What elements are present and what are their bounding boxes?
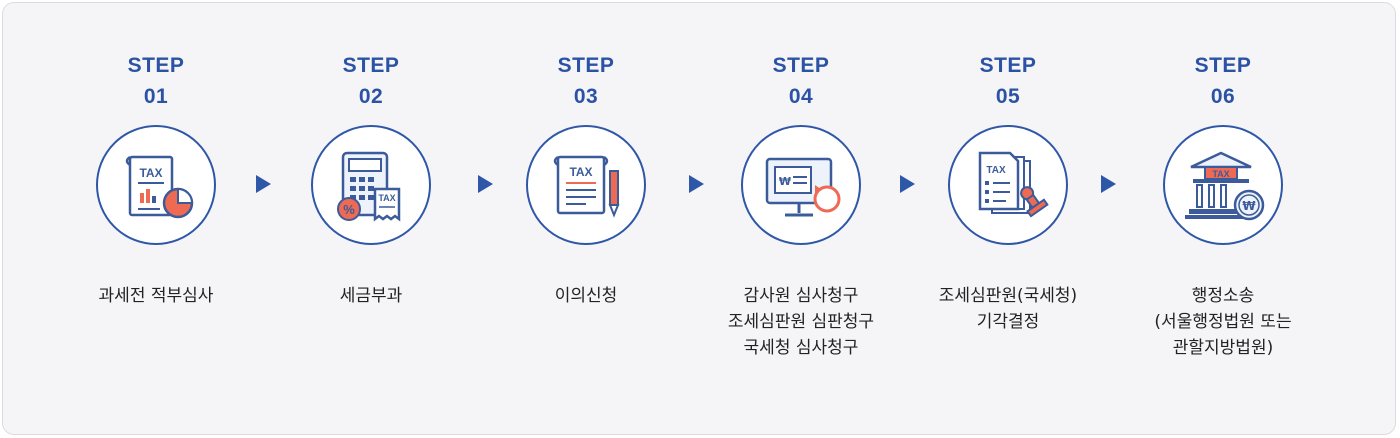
svg-text:%: %	[343, 202, 355, 217]
step-label: STEP	[1194, 54, 1252, 77]
step-icon-circle: TAX	[96, 125, 216, 245]
step-icon-circle: ₩	[741, 125, 861, 245]
svg-text:TAX: TAX	[378, 193, 395, 203]
next-arrow-icon	[1101, 175, 1116, 193]
step-number: 04	[788, 85, 814, 108]
next-arrow-icon	[256, 175, 271, 193]
step-icon-circle: % TAX	[311, 125, 431, 245]
tax-document-pie-chart-icon: TAX	[125, 155, 194, 219]
tax-scroll-pen-icon: TAX	[553, 155, 620, 218]
svg-text:TAX: TAX	[569, 165, 592, 179]
next-arrow-icon	[478, 175, 493, 193]
step-caption: 세금부과	[339, 286, 403, 306]
step-label: STEP	[557, 54, 615, 77]
court-building-won-coin-icon: TAX ₩	[1185, 151, 1265, 221]
step-caption: 행정소송 (서울행정법원 또는 관할지방법원)	[1154, 286, 1292, 358]
next-arrow-icon	[900, 175, 915, 193]
monitor-won-refresh-icon: ₩	[765, 157, 841, 217]
step-label: STEP	[772, 54, 830, 77]
tax-documents-stamp-icon: TAX	[978, 151, 1049, 218]
step-label: STEP	[342, 54, 400, 77]
next-arrow-icon	[689, 175, 704, 193]
svg-text:TAX: TAX	[986, 165, 1006, 176]
step-caption: 과세전 적부심사	[98, 286, 214, 306]
step-number: 03	[573, 85, 599, 108]
step-icon-circle: TAX	[526, 125, 646, 245]
step-number: 01	[143, 85, 169, 108]
step-icon-circle: TAX ₩	[1163, 125, 1283, 245]
step-caption: 조세심판원(국세청) 기각결정	[938, 286, 1078, 332]
step-number: 02	[358, 85, 384, 108]
calculator-tax-receipt-icon: % TAX	[337, 151, 401, 222]
step-number: 06	[1210, 85, 1236, 108]
svg-text:TAX: TAX	[1212, 169, 1229, 179]
step-label: STEP	[127, 54, 185, 77]
svg-text:TAX: TAX	[139, 166, 162, 180]
step-number: 05	[995, 85, 1021, 108]
step-caption: 이의신청	[554, 286, 618, 306]
step-label: STEP	[979, 54, 1037, 77]
step-caption: 감사원 심사청구 조세심판원 심판청구 국세청 심사청구	[727, 286, 875, 358]
svg-text:₩: ₩	[1242, 199, 1256, 213]
step-icon-circle: TAX	[948, 125, 1068, 245]
svg-text:₩: ₩	[779, 175, 791, 188]
